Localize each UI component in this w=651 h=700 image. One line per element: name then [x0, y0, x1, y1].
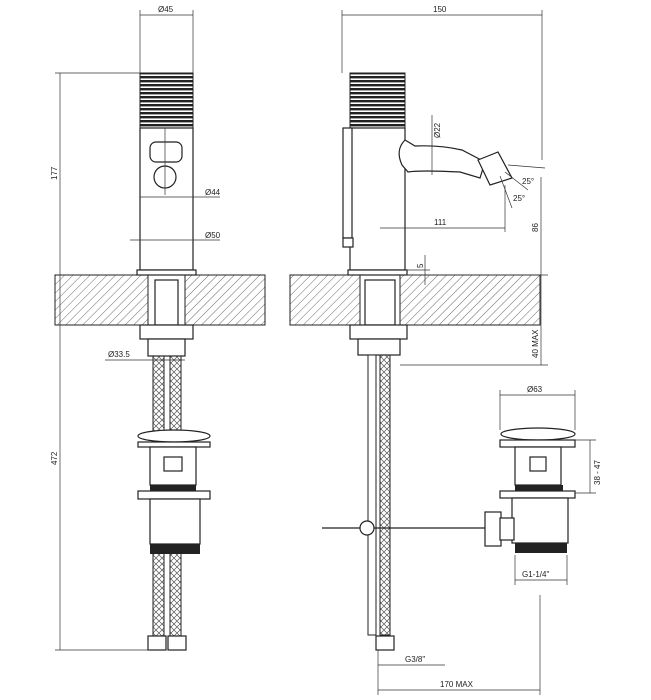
dim-h86: 86	[531, 223, 540, 232]
spout	[398, 139, 486, 179]
dim-d45: Ø45	[158, 5, 174, 14]
dim-g1-1-4: G1-1/4"	[522, 570, 549, 579]
dim-h472: 472	[50, 451, 59, 465]
drain-side-connector	[484, 511, 502, 547]
lever-rod	[342, 127, 353, 239]
front-view: Ø45 177 472 Ø44 Ø50 Ø33.5	[50, 5, 266, 651]
countertop-right	[289, 274, 541, 326]
dim-w150: 150	[433, 5, 447, 14]
dim-h40max: 40 MAX	[531, 329, 540, 358]
dim-d63: Ø63	[527, 385, 543, 394]
ribbed-handle	[139, 72, 194, 129]
dim-h177: 177	[50, 166, 59, 180]
hose-right	[367, 354, 377, 636]
dim-angle-25-a: 25°	[522, 177, 534, 186]
drain-cap-front	[137, 429, 211, 443]
dim-angle-25-b: 25°	[513, 194, 525, 203]
dim-l170max: 170 MAX	[440, 680, 474, 689]
pull-rod-joint	[359, 520, 375, 536]
dim-h5: 5	[416, 263, 425, 268]
dim-d22: Ø22	[433, 122, 442, 138]
side-view: 25° 25° Ø22 111 150 86 40 MAX 5	[289, 5, 602, 695]
dim-l111: 111	[434, 218, 447, 227]
dim-d33-5: Ø33.5	[108, 350, 130, 359]
dim-d44: Ø44	[205, 188, 221, 197]
drain-cap-side	[500, 427, 576, 441]
dim-d50: Ø50	[205, 231, 221, 240]
ribbed-handle-side	[349, 72, 406, 129]
dim-g3-8: G3/8"	[405, 655, 425, 664]
dim-h38-47: 38 - 47	[593, 460, 602, 485]
hose-right-braided	[379, 354, 391, 636]
